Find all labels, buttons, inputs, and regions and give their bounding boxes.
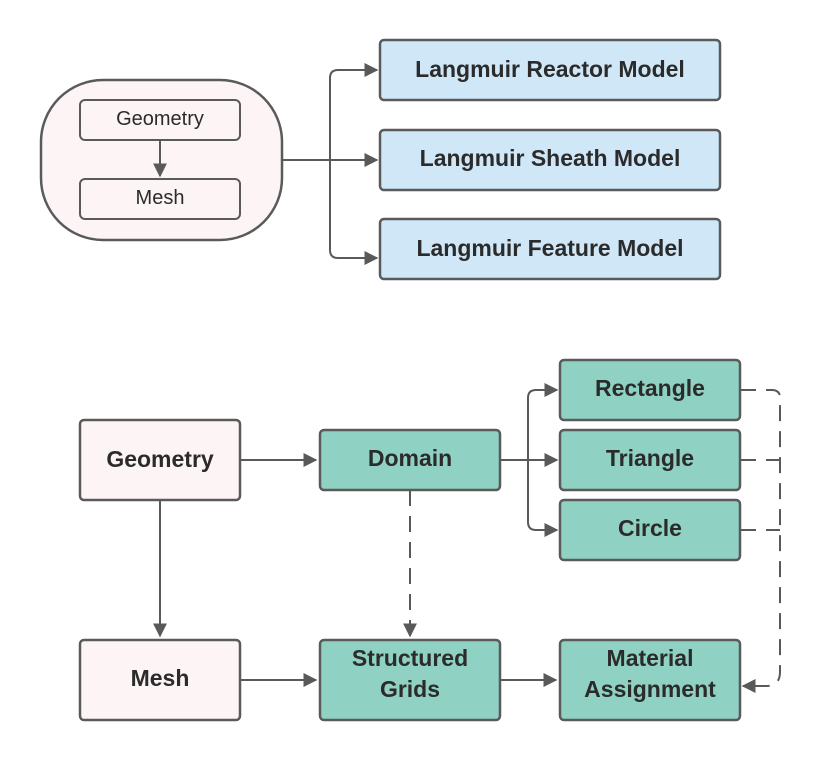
geometry-label: Geometry <box>106 446 214 472</box>
bottom-nodes: Geometry Mesh Domain Structured Grids Re… <box>78 358 742 722</box>
arrow-to-reactor-model <box>329 63 379 160</box>
domain-label: Domain <box>368 445 452 471</box>
triangle-box <box>558 428 742 492</box>
mesh-box <box>78 638 242 722</box>
reactor-model-box <box>378 38 722 102</box>
arrow-to-feature-model <box>329 160 379 265</box>
mesh-small-box <box>79 178 241 220</box>
feature-model-label: Langmuir Feature Model <box>416 235 683 261</box>
model-boxes: Langmuir Reactor Model Langmuir Sheath M… <box>378 38 722 281</box>
circle-box <box>558 498 742 562</box>
rectangle-box <box>558 358 742 422</box>
mesh-label: Mesh <box>131 665 190 691</box>
material-assignment-label-line1: Material <box>607 645 694 671</box>
top-branch-connectors <box>282 63 379 265</box>
bottom-edges <box>153 383 781 693</box>
sheath-model-box <box>378 128 722 192</box>
geometry-box <box>78 418 242 502</box>
mesh-small-label: Mesh <box>136 187 185 209</box>
triangle-label: Triangle <box>606 445 694 471</box>
domain-box <box>318 428 502 492</box>
top-input-group: Geometry Mesh <box>39 78 284 242</box>
structured-grids-label-line1: Structured <box>352 645 468 671</box>
domain-to-rectangle-arrow <box>527 383 559 460</box>
structured-grids-box <box>318 638 502 722</box>
reactor-model-label: Langmuir Reactor Model <box>415 56 685 82</box>
structured-grids-label-line2: Grids <box>380 676 440 702</box>
circle-label: Circle <box>618 515 682 541</box>
shapes-to-material-dashed-arrow <box>740 389 781 693</box>
material-assignment-label-line2: Assignment <box>584 676 716 702</box>
domain-to-circle-arrow <box>527 460 559 537</box>
geometry-small-label: Geometry <box>116 108 204 130</box>
rectangle-label: Rectangle <box>595 375 705 401</box>
feature-model-box <box>378 217 722 281</box>
sheath-model-label: Langmuir Sheath Model <box>420 145 681 171</box>
material-assignment-box <box>558 638 742 722</box>
